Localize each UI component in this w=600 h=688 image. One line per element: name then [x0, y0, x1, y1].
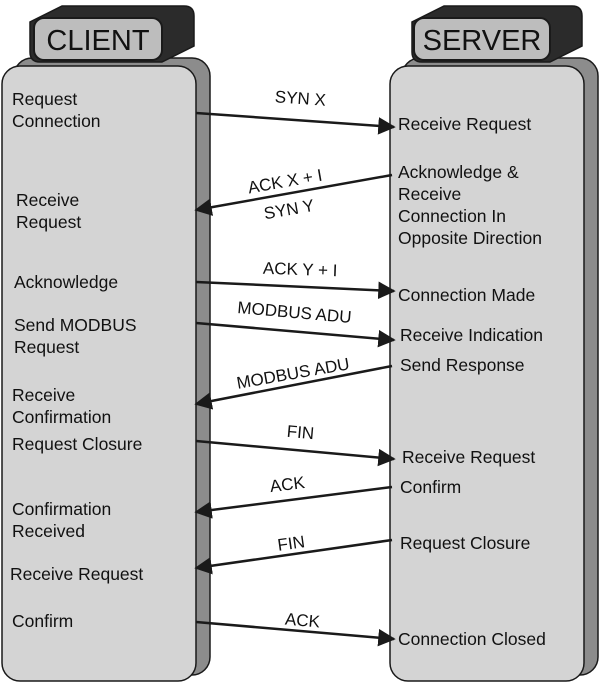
server-step: Send Response: [400, 355, 525, 375]
client-step: Request Closure: [12, 434, 143, 454]
server-column-face: [389, 65, 585, 682]
server-title: SERVER: [423, 25, 542, 57]
message-label: FIN: [276, 532, 306, 555]
server-step: Confirm: [400, 477, 462, 497]
client-step: Receive Request: [10, 564, 144, 584]
client-step: Receive Request: [16, 190, 82, 232]
client-title: CLIENT: [46, 25, 149, 57]
client-header-face: [33, 17, 163, 61]
arrow-ack-x-syn-y: [194, 173, 393, 216]
client-step: Send MODBUS Request: [14, 315, 137, 357]
message-label: ACK: [284, 610, 321, 632]
client-column-face: [1, 65, 197, 682]
message-label: MODBUS ADU: [235, 354, 351, 393]
server-step: Connection Closed: [398, 629, 546, 649]
server-step: Receive Request: [398, 114, 532, 134]
server-header: SERVER: [411, 5, 583, 63]
message-arrows: [194, 111, 396, 647]
server-step: Receive Indication: [400, 325, 543, 345]
client-step: Receive Confirmation: [12, 385, 112, 427]
server-column: [389, 57, 599, 682]
client-header: CLIENT: [29, 5, 195, 63]
arrow-ack-server: [194, 485, 393, 519]
client-column: [1, 57, 211, 682]
message-labels: SYN X ACK X + I SYN Y ACK Y + I MODBUS A…: [235, 87, 352, 631]
message-label: SYN X: [274, 87, 326, 110]
arrow-ack-client: [195, 620, 396, 647]
message-label: SYN Y: [262, 196, 315, 224]
arrow-fin-client: [195, 439, 396, 467]
client-step: Request Connection: [12, 89, 101, 131]
arrow-syn-x: [195, 111, 396, 135]
server-step: Acknowledge & Receive Connection In Oppo…: [398, 162, 542, 248]
arrow-ack-y: [195, 280, 396, 300]
server-step: Request Closure: [400, 533, 531, 553]
message-label: FIN: [286, 422, 315, 443]
message-label: ACK X + I: [246, 166, 323, 198]
server-step: Receive Request: [402, 447, 536, 467]
client-step: Acknowledge: [14, 272, 119, 292]
message-label: ACK Y + I: [263, 259, 338, 281]
server-header-face: [413, 17, 551, 61]
arrow-modbus-request: [195, 321, 396, 348]
client-step: Confirm: [12, 611, 74, 631]
arrow-fin-server: [194, 538, 393, 575]
message-label: ACK: [269, 473, 307, 496]
server-step: Connection Made: [398, 285, 536, 305]
arrow-modbus-response: [194, 364, 393, 410]
message-label: MODBUS ADU: [237, 298, 353, 327]
client-step: Confirmation Received: [12, 499, 112, 541]
